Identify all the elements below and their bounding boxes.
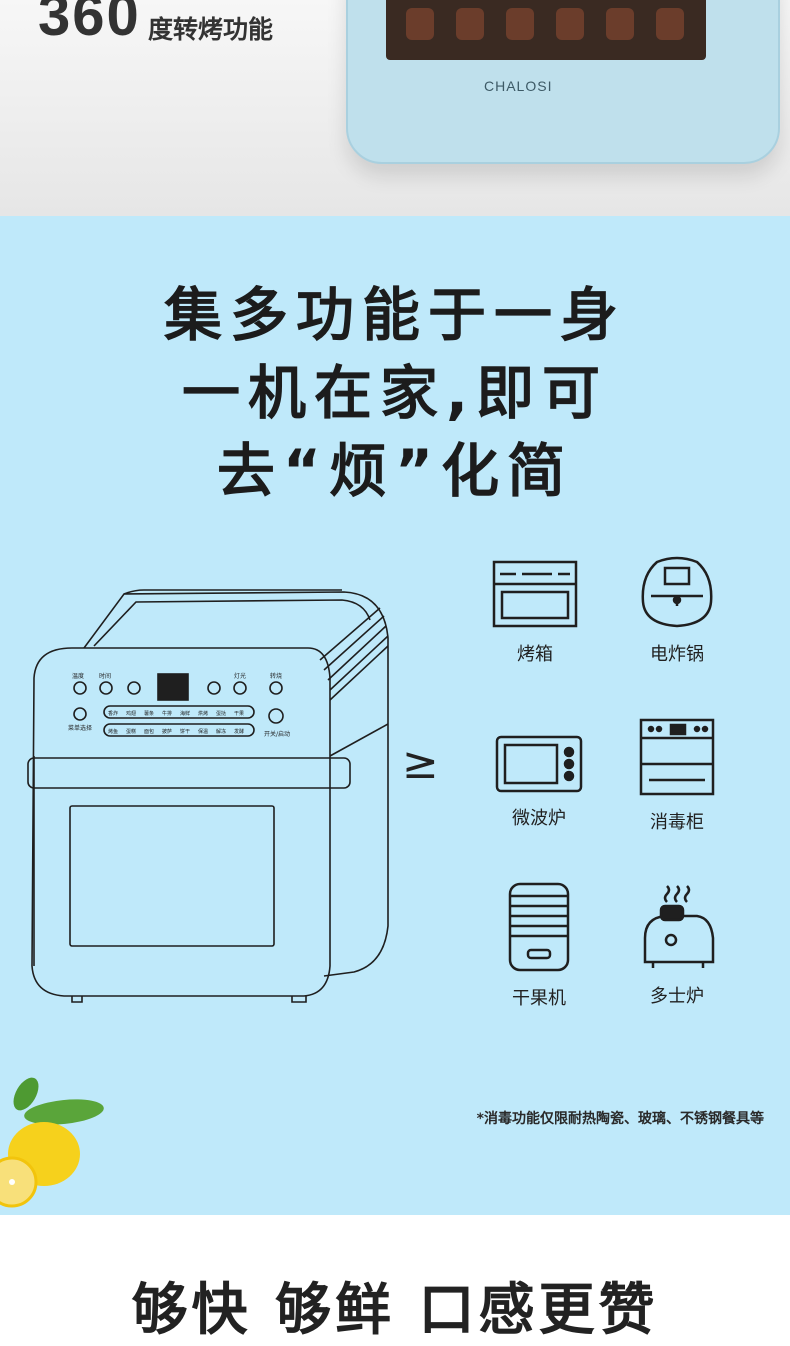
preset-16: 发酵 [234,728,244,735]
panel-label-rotate: 转烧 [270,672,282,680]
dehydrator-icon [508,882,570,972]
preset-12: 披萨 [162,728,172,735]
preset-3: 薯条 [144,710,154,717]
next-section: 够快 够鲜 口感更赞 [0,1215,790,1343]
oven-product-image: CHALOSI [346,0,780,164]
appliance-label-oven: 烤箱 [517,644,553,665]
preset-14: 保温 [198,728,208,735]
panel-label-light: 灯光 [234,672,246,680]
appliance-dehydrator: 干果机 [484,882,594,1010]
headline-line3: 去“烦”化简 [216,437,574,505]
preset-2: 鸡翅 [126,710,136,717]
appliance-microwave: 微波炉 [484,734,594,830]
preset-13: 饼干 [180,728,190,735]
hero-banner: 360 度转烤功能 CHALOSI [0,0,790,216]
rotation-degree: 360 [38,0,141,48]
rotation-caption: 度转烤功能 [148,15,274,44]
preset-4: 牛排 [162,710,172,717]
appliance-label-toaster: 多士炉 [650,986,704,1007]
panel-label-temp: 温度 [72,672,84,680]
preset-1: 香炸 [108,710,118,717]
section-title: 够快 够鲜 口感更赞 [131,1278,659,1343]
greater-equal-symbol: ≥ [402,738,439,789]
preset-7: 蛋挞 [216,710,226,717]
toaster-icon [643,885,715,968]
headline-line2: 一机在家,即可 [181,359,609,427]
preset-10: 蛋糕 [126,728,136,735]
panel-label-power: 开关/启动 [264,730,290,738]
appliance-label-air-fryer: 电炸锅 [650,644,704,665]
lemon-decoration [0,1077,104,1208]
panel-label-menu: 菜单选择 [68,724,92,732]
oven-window [386,0,706,60]
oven-icon [492,560,578,628]
appliance-label-sterilizer: 消毒柜 [650,812,704,833]
sterilizer-icon [639,718,715,796]
appliance-sterilizer: 消毒柜 [622,718,732,834]
appliance-oven: 烤箱 [480,560,590,666]
preset-11: 面包 [144,728,154,735]
headline-line1: 集多功能于一身 [163,281,626,349]
panel-label-time: 时间 [99,672,111,680]
microwave-icon [495,735,583,793]
preset-9: 烤鱼 [108,728,118,735]
air-fryer-oven-illustration: 温度 时间 灯光 转烧 菜单选择 开关/启动 香炸 鸡翅 薯条 牛排 海鲜 烘烤… [27,589,389,1003]
feature-section [0,216,790,1215]
appliance-label-microwave: 微波炉 [512,808,566,829]
appliance-toaster: 多士炉 [622,884,732,1008]
air-fryer-icon [641,556,713,628]
brand-logo: CHALOSI [484,78,553,94]
disclaimer-note: *消毒功能仅限耐热陶瓷、玻璃、不锈钢餐具等 [476,1111,764,1127]
appliance-air-fryer: 电炸锅 [622,556,732,666]
preset-6: 烘烤 [198,710,208,717]
preset-15: 解冻 [216,728,226,735]
preset-8: 干果 [234,711,244,717]
appliance-label-dehydrator: 干果机 [512,988,566,1009]
preset-5: 海鲜 [180,710,190,717]
